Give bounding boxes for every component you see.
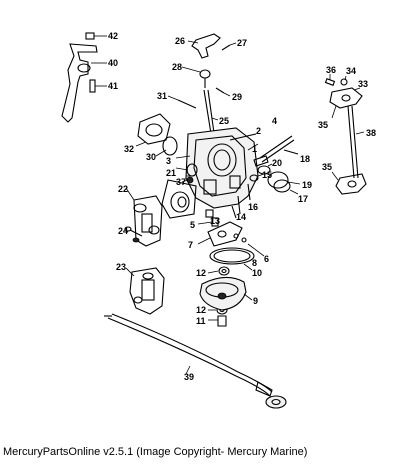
callout-2: 2 [256,126,261,136]
callout-28: 28 [172,62,182,72]
callout-32: 32 [124,144,134,154]
callout-11: 11 [196,316,206,326]
callout-31: 31 [157,91,167,101]
callout-10: 10 [252,268,262,278]
fuel-pump-cover [125,187,163,247]
copyright-caption: MercuryPartsOnline v2.5.1 (Image Copyrig… [3,446,308,458]
callout-27: 27 [237,38,247,48]
right-body-parts [237,149,301,215]
callout-7: 7 [188,240,193,250]
callout-3: 3 [166,156,171,166]
screw-24 [124,226,143,243]
callout-29: 29 [232,92,242,102]
callout-24: 24 [118,226,128,236]
callout-8: 8 [252,258,257,268]
flange-gasket [135,113,178,157]
throttle-lever-assembly [61,32,107,123]
callout-41: 41 [108,81,118,91]
fuel-pump-gasket [161,179,197,219]
callout-40: 40 [108,58,118,68]
callout-39: 39 [184,372,194,382]
callout-17: 17 [298,194,308,204]
callout-23: 23 [116,262,126,272]
fuel-pump-body [125,267,165,315]
choke-lever [187,33,237,59]
callout-19: 19 [302,180,312,190]
callout-33: 33 [358,79,368,89]
callout-14: 14 [236,212,246,222]
callout-35-lower: 35 [322,162,332,172]
callout-30: 30 [146,152,156,162]
callout-25: 25 [219,116,229,126]
callout-6: 6 [264,254,269,264]
callout-16: 16 [248,202,258,212]
callout-labels: 42 40 41 26 27 28 29 31 25 32 30 3 2 4 1… [108,31,376,382]
choke-link-screw [181,66,231,97]
callout-4: 4 [272,116,277,126]
lower-body-parts [197,205,265,257]
callout-20: 20 [272,158,282,168]
callout-5: 5 [190,220,195,230]
callout-15: 15 [262,170,272,180]
callout-37: 37 [176,177,186,187]
callout-18: 18 [300,154,310,164]
callout-12-lower: 12 [196,305,206,315]
throttle-linkage [324,74,367,195]
callout-22: 22 [118,184,128,194]
callout-36: 36 [326,65,336,75]
carburetor-body [175,127,259,209]
callout-1: 1 [252,144,257,154]
bowl-gasket [209,247,255,271]
choke-cable [104,313,287,409]
float-bowl [199,276,253,311]
callout-38: 38 [366,128,376,138]
callout-9: 9 [253,296,258,306]
carburetor-exploded-diagram: 42 40 41 26 27 28 29 31 25 32 30 3 2 4 1… [61,31,376,409]
callout-21: 21 [166,168,176,178]
callout-42: 42 [108,31,118,41]
callout-13: 13 [210,216,220,226]
callout-12-upper: 12 [196,268,206,278]
callout-34: 34 [346,66,356,76]
callout-35-upper: 35 [318,120,328,130]
callout-26: 26 [175,36,185,46]
